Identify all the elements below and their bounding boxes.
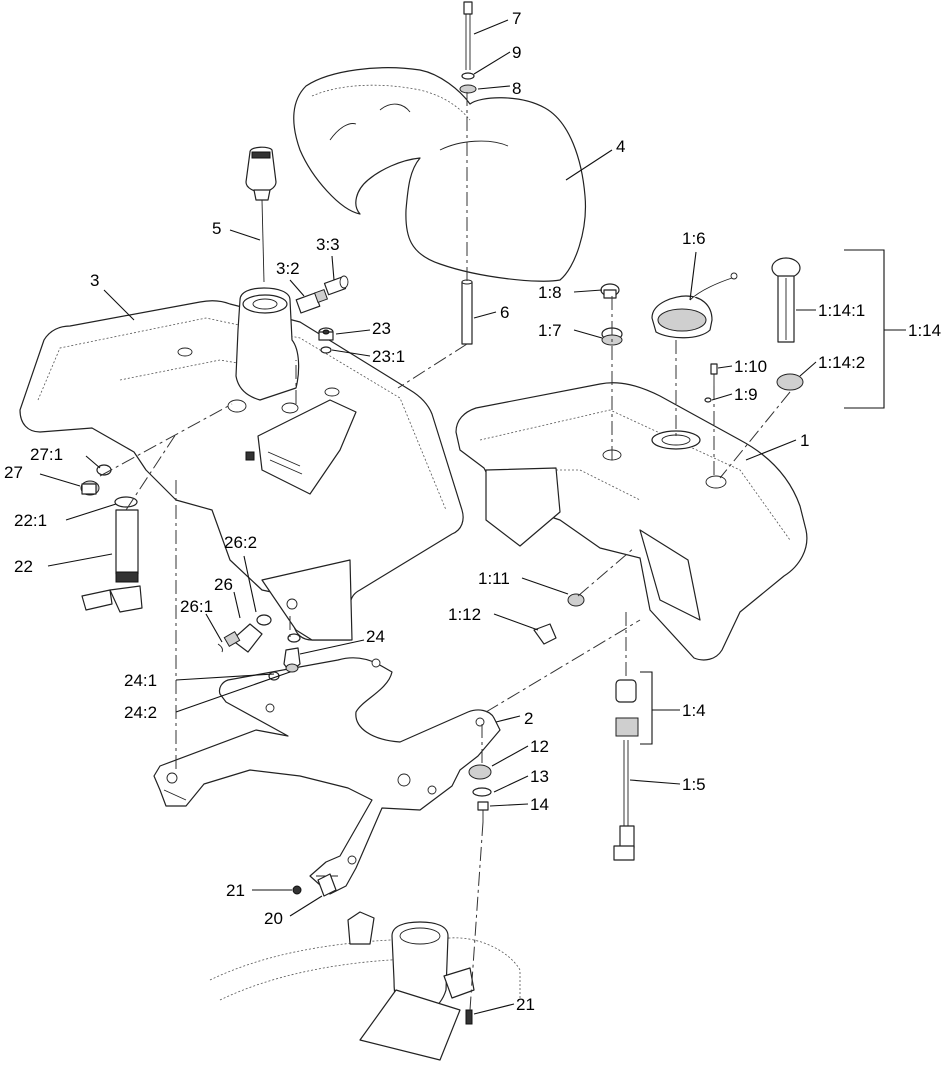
callout-6: 6: [500, 303, 509, 322]
callout-1-14: 1:14: [908, 321, 941, 340]
callout-14: 14: [530, 795, 549, 814]
part-23-1-grommet: [320, 346, 332, 354]
part-24-1-o-ring: [287, 633, 301, 643]
callout-24-2: 24:2: [124, 703, 157, 722]
callout-26-1: 26:1: [180, 597, 213, 616]
part-12-grommet: [468, 764, 492, 780]
part-1-6-cap: [651, 272, 738, 339]
callout-8: 8: [512, 79, 521, 98]
part-1-12-fitting: [533, 623, 557, 645]
callout-27-1: 27:1: [30, 445, 63, 464]
part-26-elbow: [223, 623, 263, 653]
callout-1-5: 1:5: [682, 775, 706, 794]
callout-23: 23: [372, 319, 391, 338]
callout-1: 1: [800, 431, 809, 450]
part-14-bolt: [477, 801, 489, 822]
callout-23-1: 23:1: [372, 347, 405, 366]
callout-26-2: 26:2: [224, 533, 257, 552]
callout-24-1: 24:1: [124, 671, 157, 690]
callout-1-9: 1:9: [734, 385, 758, 404]
part-23-cap: [318, 327, 334, 341]
callout-22: 22: [14, 557, 33, 576]
group-bracket-1-4: [640, 671, 680, 745]
part-6-spacer: [461, 279, 473, 345]
part-13-washer: [472, 787, 492, 797]
part-26-2-o-ring: [256, 614, 272, 626]
part-1-14-2-grommet: [776, 373, 804, 391]
part-22-1-o-ring: [114, 496, 138, 508]
callout-21-upper: 21: [226, 881, 245, 900]
part-21-screw-lower: [465, 1009, 473, 1025]
callout-3-3: 3:3: [316, 235, 340, 254]
callout-22-1: 22:1: [14, 511, 47, 530]
part-1-11-grommet: [567, 593, 585, 607]
callout-21-lower: 21: [516, 995, 535, 1014]
callout-labels: 1 2 3 4 5 6 7 8 9 12 13 14 20 21 21 22 2…: [4, 9, 941, 1014]
part-26-1-o-ring: [217, 643, 223, 653]
callout-1-7: 1:7: [538, 321, 562, 340]
part-4-cover-pad: [293, 67, 587, 282]
callout-24: 24: [366, 627, 385, 646]
part-22-filter: [81, 509, 143, 613]
part-7-bolt: [463, 1, 473, 70]
alignment-lines: [99, 92, 791, 1011]
part-21-screw-upper: [292, 885, 302, 895]
callout-3: 3: [90, 271, 99, 290]
callout-1-12: 1:12: [448, 605, 481, 624]
callout-1-14-1: 1:14:1: [818, 301, 865, 320]
callout-13: 13: [530, 767, 549, 786]
part-1-right-tank: [455, 382, 808, 661]
part-1-5-fuel-pickup: [613, 740, 635, 861]
part-1-10-screw: [710, 363, 718, 386]
part-1-9-washer: [704, 397, 712, 403]
part-2-mounting-bracket: [153, 657, 501, 895]
part-1-4-bushing-nut: [615, 679, 639, 737]
group-bracket-1-14: [844, 249, 906, 409]
part-24-elbow: [283, 647, 301, 673]
part-3-left-tank: [19, 287, 464, 641]
part-27-plug: [80, 480, 100, 496]
part-5-dipstick: [245, 146, 277, 283]
part-8-washer: [459, 84, 477, 94]
callout-1-8: 1:8: [538, 283, 562, 302]
part-3-3-fitting: [323, 275, 349, 296]
callout-5: 5: [212, 219, 221, 238]
callout-12: 12: [530, 737, 549, 756]
part-9-washer: [461, 72, 475, 80]
callout-1-4: 1:4: [682, 701, 706, 720]
callout-7: 7: [512, 9, 521, 28]
callout-27: 27: [4, 463, 23, 482]
part-20-clip: [317, 873, 337, 897]
leader-lines: [39, 19, 817, 1015]
callout-9: 9: [512, 43, 521, 62]
callout-20: 20: [264, 909, 283, 928]
part-1-8-plug: [600, 283, 620, 299]
part-1-14-1-fuel-gauge: [771, 257, 801, 343]
part-3-2-fitting: [295, 288, 329, 314]
callout-1-14-2: 1:14:2: [818, 353, 865, 372]
callout-4: 4: [616, 137, 625, 156]
callout-26: 26: [214, 575, 233, 594]
callout-3-2: 3:2: [276, 259, 300, 278]
callout-1-10: 1:10: [734, 357, 767, 376]
callout-2: 2: [524, 709, 533, 728]
callout-1-11: 1:11: [478, 569, 510, 588]
callout-1-6: 1:6: [682, 229, 706, 248]
frame-phantom-outline: [209, 911, 521, 1061]
